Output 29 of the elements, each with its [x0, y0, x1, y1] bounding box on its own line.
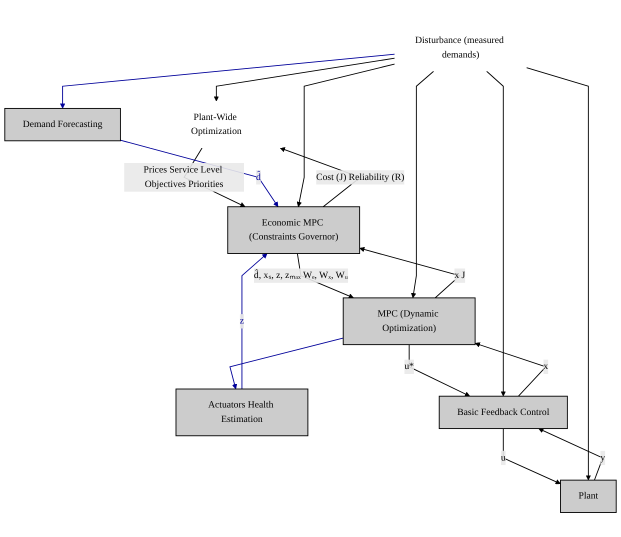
arrow [486, 70, 506, 396]
node-box: Plant [560, 480, 617, 513]
edge-label: d̂ [256, 172, 261, 182]
arrow [296, 64, 396, 207]
arrow [526, 67, 591, 480]
edge-label: Cost (J) Reliability (R) [316, 172, 404, 182]
edge-label: u* [404, 361, 414, 372]
arrow [214, 58, 396, 102]
arrow [241, 253, 268, 390]
edge-label: d̂, xₛ, z, zₘₐₓ Wₑ, Wₓ, Wᵤ [254, 270, 348, 280]
edge-label: x [543, 361, 548, 372]
node-box: MPC (Dynamic Optimization) [342, 297, 476, 346]
node-box: Demand Forecasting [4, 108, 121, 142]
edge-label: u [500, 452, 506, 463]
node-text: Disturbance (measured demands) [415, 35, 504, 60]
arrow [229, 338, 344, 390]
arrow [538, 428, 604, 481]
edge-label: Prices Service Level Objectives Priorities [143, 164, 224, 190]
edge-label: z [240, 316, 244, 326]
node-box: Basic Feedback Control [438, 396, 568, 430]
arrow [411, 70, 434, 298]
edge-label: x J [454, 270, 466, 280]
edge-label: y [600, 452, 606, 463]
arrow [408, 344, 470, 396]
arrow [502, 428, 561, 484]
node-text: Plant-Wide Optimization [191, 112, 242, 137]
node-box: Actuators Health Estimation [176, 388, 308, 436]
node-box: Economic MPC (Constraints Governor) [227, 206, 360, 254]
arrow [60, 54, 396, 109]
